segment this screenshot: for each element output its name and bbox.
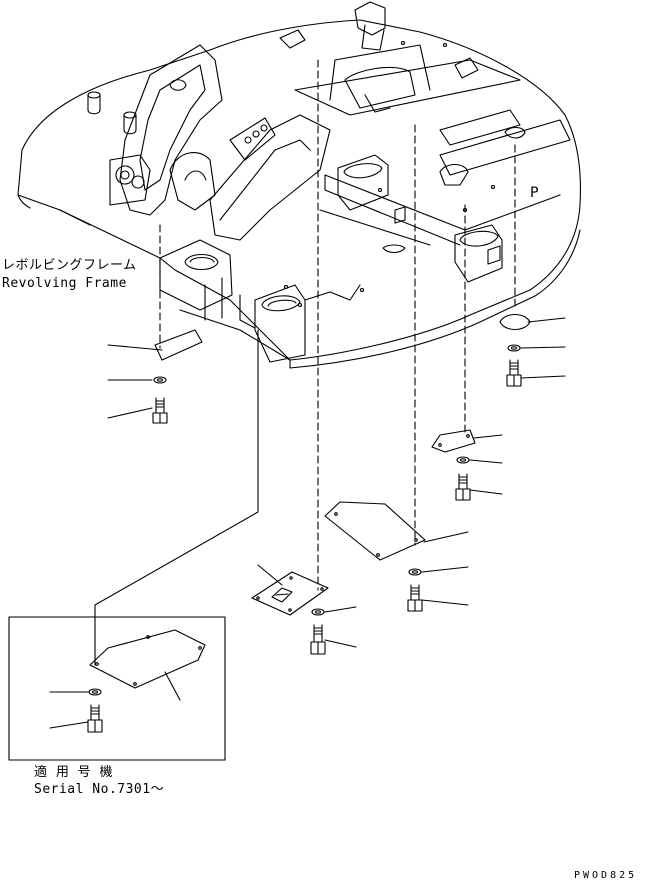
small-cover-plate: [431, 429, 476, 453]
washer-right-top: [507, 344, 521, 352]
frame-label-english: Revolving Frame: [2, 276, 127, 291]
washer-left: [153, 376, 167, 384]
mark-p: P: [530, 185, 539, 201]
washer-center: [311, 608, 325, 616]
bolt-left: [152, 397, 168, 424]
bolt-center-right: [407, 584, 423, 612]
bolt-right-top: [506, 359, 522, 387]
serial-label-english: Serial No.7301〜: [34, 782, 165, 797]
bolt-right-middle: [455, 473, 471, 501]
bolt-center: [310, 624, 326, 655]
inset-box: [8, 616, 226, 761]
parts-group-left: [107, 329, 203, 424]
frame-label-japanese: レボルビングフレーム: [2, 258, 137, 273]
serial-label-japanese: 適 用 号 機: [34, 765, 113, 780]
large-cover-plate: [324, 501, 426, 561]
alignment-dashed-lines: [159, 59, 516, 591]
parts-group-right-top: [499, 313, 566, 387]
drawing-code: PWOD825: [574, 870, 638, 881]
washer-center-right: [408, 568, 422, 576]
revolving-frame-drawing: [17, 1, 582, 369]
inset-reference-line: [94, 329, 259, 666]
inset-cover-plate: [89, 629, 206, 689]
cap-plate: [499, 313, 531, 331]
washer-right-middle: [456, 456, 470, 464]
parts-group-center-right: [324, 501, 469, 612]
cover-plate-left: [154, 329, 203, 361]
parts-group-center: [251, 564, 357, 655]
name-plate: [251, 571, 329, 616]
parts-group-right-middle: [431, 429, 503, 501]
bolt-inset: [87, 704, 103, 733]
washer-inset: [88, 688, 102, 696]
